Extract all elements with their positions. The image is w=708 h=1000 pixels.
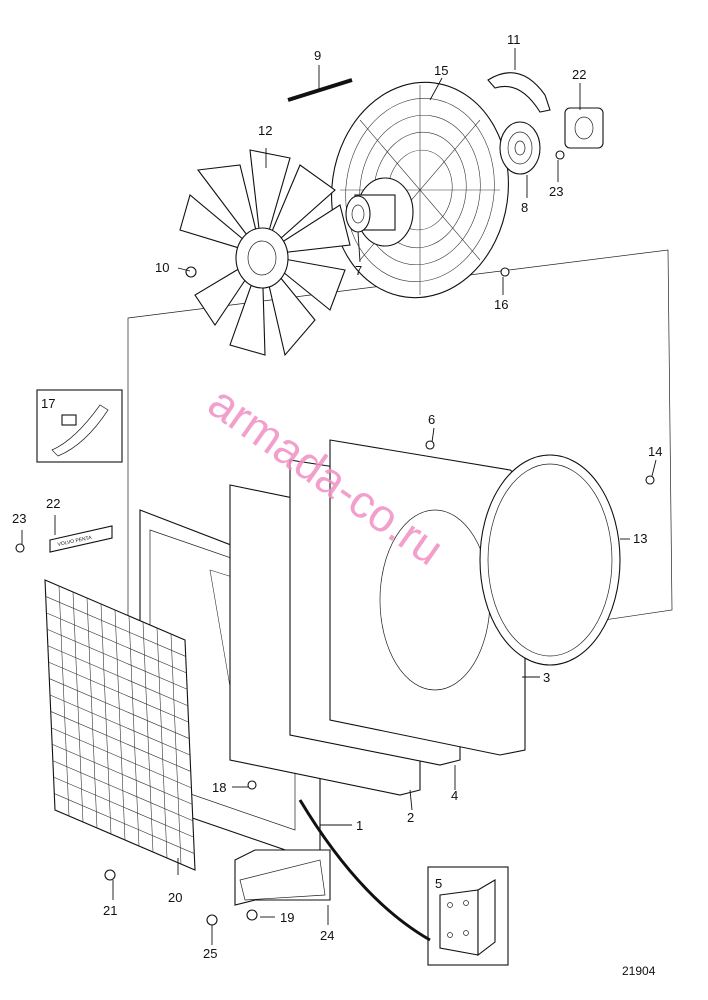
pulley xyxy=(499,121,541,175)
bracket xyxy=(234,849,331,906)
callouts: 1 2 3 4 5 6 7 8 9 10 11 12 13 14 15 16 1… xyxy=(12,32,662,961)
inset-box-17 xyxy=(36,389,123,463)
shroud-ring xyxy=(479,454,621,666)
callout-5: 5 xyxy=(435,876,442,891)
assembly-outline xyxy=(127,249,673,691)
bearing-housing xyxy=(564,107,604,149)
callout-6: 6 xyxy=(428,412,435,427)
name-plate: VOLVO PENTA xyxy=(49,525,113,553)
callout-22-left: 22 xyxy=(46,496,60,511)
fan-guard xyxy=(331,81,509,299)
callout-23-left: 23 xyxy=(12,511,26,526)
callout-18: 18 xyxy=(212,780,226,795)
callout-21: 21 xyxy=(103,903,117,918)
grille xyxy=(44,579,196,871)
callout-11: 11 xyxy=(507,32,521,47)
callout-3: 3 xyxy=(543,670,550,685)
fan-shroud xyxy=(329,439,526,756)
callout-24: 24 xyxy=(320,928,334,943)
callout-17: 17 xyxy=(41,396,55,411)
rod xyxy=(287,78,353,102)
callout-13: 13 xyxy=(633,531,647,546)
fan-hub xyxy=(345,177,414,247)
bolts xyxy=(15,150,655,926)
inset-box-5 xyxy=(427,866,509,966)
callout-10: 10 xyxy=(155,260,169,275)
callout-2: 2 xyxy=(407,810,414,825)
callout-22-top: 22 xyxy=(572,67,586,82)
drive-belt xyxy=(487,72,551,113)
callout-12: 12 xyxy=(258,123,272,138)
callout-4: 4 xyxy=(451,788,458,803)
callout-1: 1 xyxy=(356,818,363,833)
leader-lines xyxy=(21,48,657,945)
callout-14: 14 xyxy=(648,444,662,459)
detail-lead xyxy=(298,799,431,942)
callout-25: 25 xyxy=(203,946,217,961)
figure-number: 21904 xyxy=(622,964,656,978)
callout-9: 9 xyxy=(314,48,321,63)
callout-15: 15 xyxy=(434,63,448,78)
callout-20: 20 xyxy=(168,890,182,905)
callout-16: 16 xyxy=(494,297,508,312)
fan-blades xyxy=(179,149,351,357)
callout-8: 8 xyxy=(521,200,528,215)
callout-19: 19 xyxy=(280,910,294,925)
callout-7: 7 xyxy=(355,263,362,278)
callout-23-top: 23 xyxy=(549,184,563,199)
